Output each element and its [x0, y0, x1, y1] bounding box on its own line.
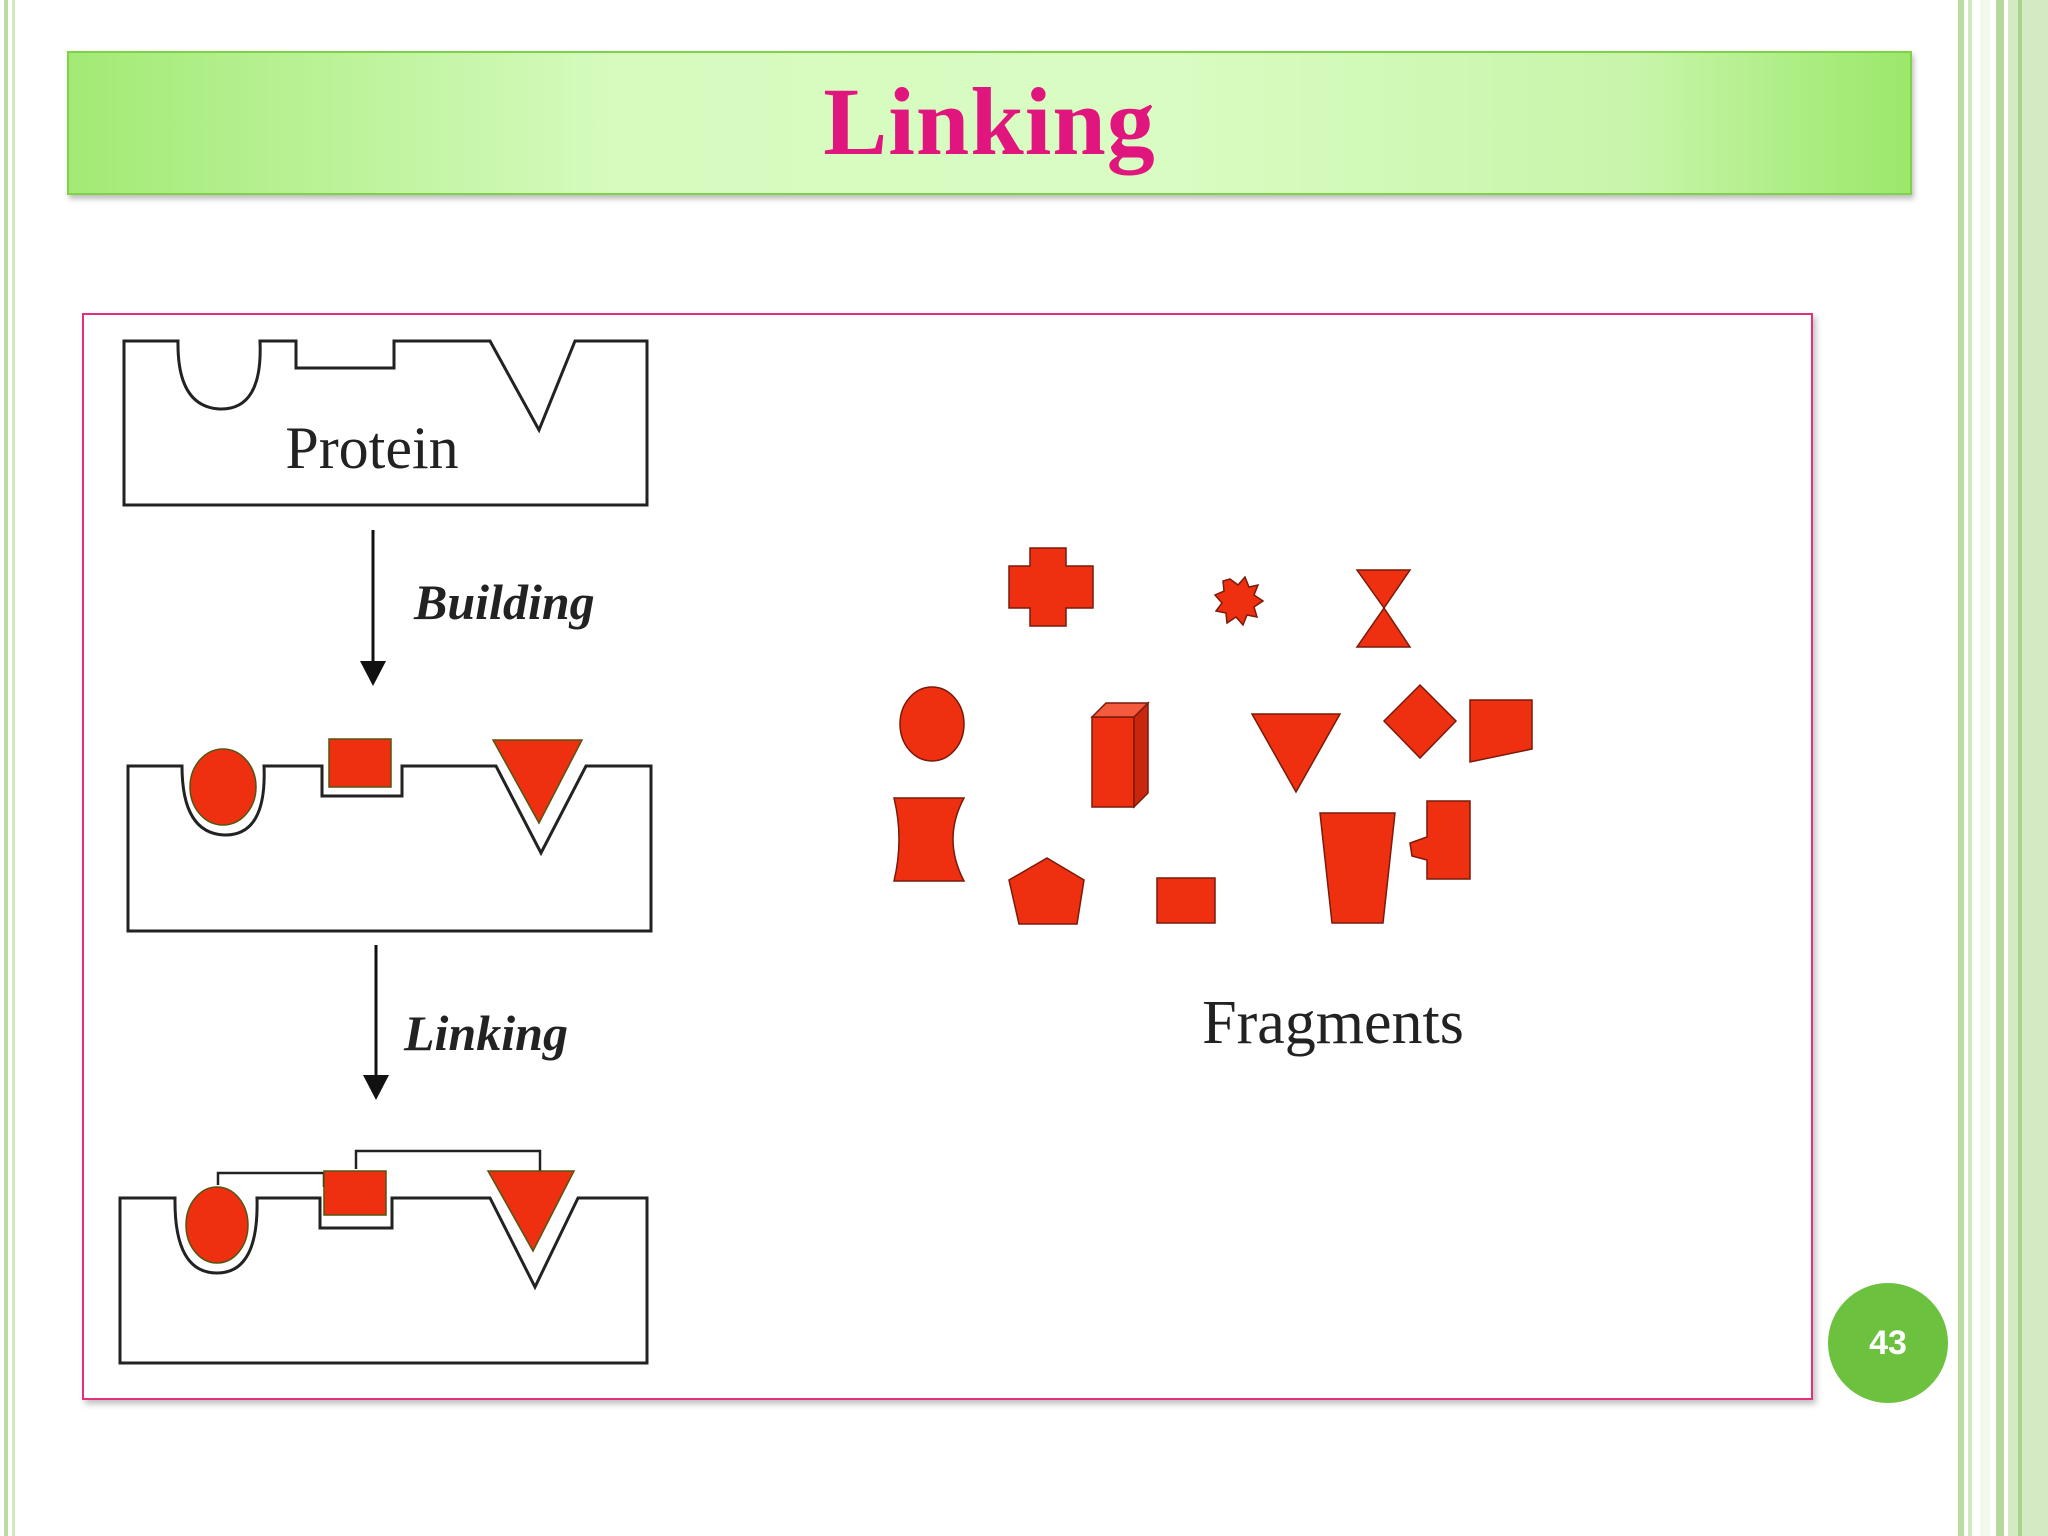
fragment-box-top	[1090, 702, 1150, 718]
fragment-circle-linked	[185, 1186, 249, 1264]
page-number-badge: 43	[1828, 1283, 1948, 1403]
fragment-triangle	[1250, 713, 1342, 794]
fragments-label: Fragments	[1202, 989, 1464, 1057]
linking-arrow-head	[363, 1075, 389, 1100]
page-number: 43	[1869, 1323, 1907, 1362]
fragment-box-front	[1091, 716, 1135, 808]
fragment-triangle-linked	[486, 1170, 576, 1253]
fragment-linking-diagram: Protein Building Linking	[118, 339, 1533, 1365]
fragment-notched-square	[1409, 800, 1471, 880]
fragment-pentagon	[1008, 857, 1085, 925]
building-arrow-head	[360, 661, 386, 686]
protein-bound-outline	[126, 764, 653, 933]
protein-outline	[122, 339, 649, 507]
figure-frame: Protein Building Linking	[82, 313, 1813, 1400]
fragment-star	[1213, 575, 1265, 627]
linking-label: Linking	[403, 1005, 568, 1061]
fragment-library	[893, 547, 1533, 925]
building-label: Building	[413, 574, 595, 630]
right-decorative-border	[1958, 0, 2048, 1536]
fragment-circle-bound	[189, 748, 257, 826]
slide-title: Linking	[823, 67, 1156, 175]
fragment-cross	[1008, 547, 1094, 627]
fragment-crescent	[893, 797, 966, 882]
fragment-triangle-bound	[491, 739, 584, 825]
fragment-square-linked	[323, 1170, 387, 1216]
title-bar: Linking	[67, 51, 1912, 195]
fragment-diamond	[1382, 683, 1458, 760]
protein-label: Protein	[285, 415, 458, 481]
fragment-trapezoid	[1319, 812, 1396, 924]
left-decorative-border	[0, 0, 22, 1536]
fragment-small-square	[1156, 877, 1216, 924]
linker-bridge-1	[216, 1171, 326, 1187]
fragment-square-bound	[328, 738, 392, 788]
fragment-pentagon-tab	[1469, 699, 1533, 763]
protein-linked-outline	[118, 1196, 649, 1365]
fragment-circle	[899, 686, 965, 762]
linker-bridge-2	[354, 1149, 542, 1171]
fragment-hourglass	[1355, 569, 1412, 648]
fragment-box-side	[1133, 701, 1149, 809]
